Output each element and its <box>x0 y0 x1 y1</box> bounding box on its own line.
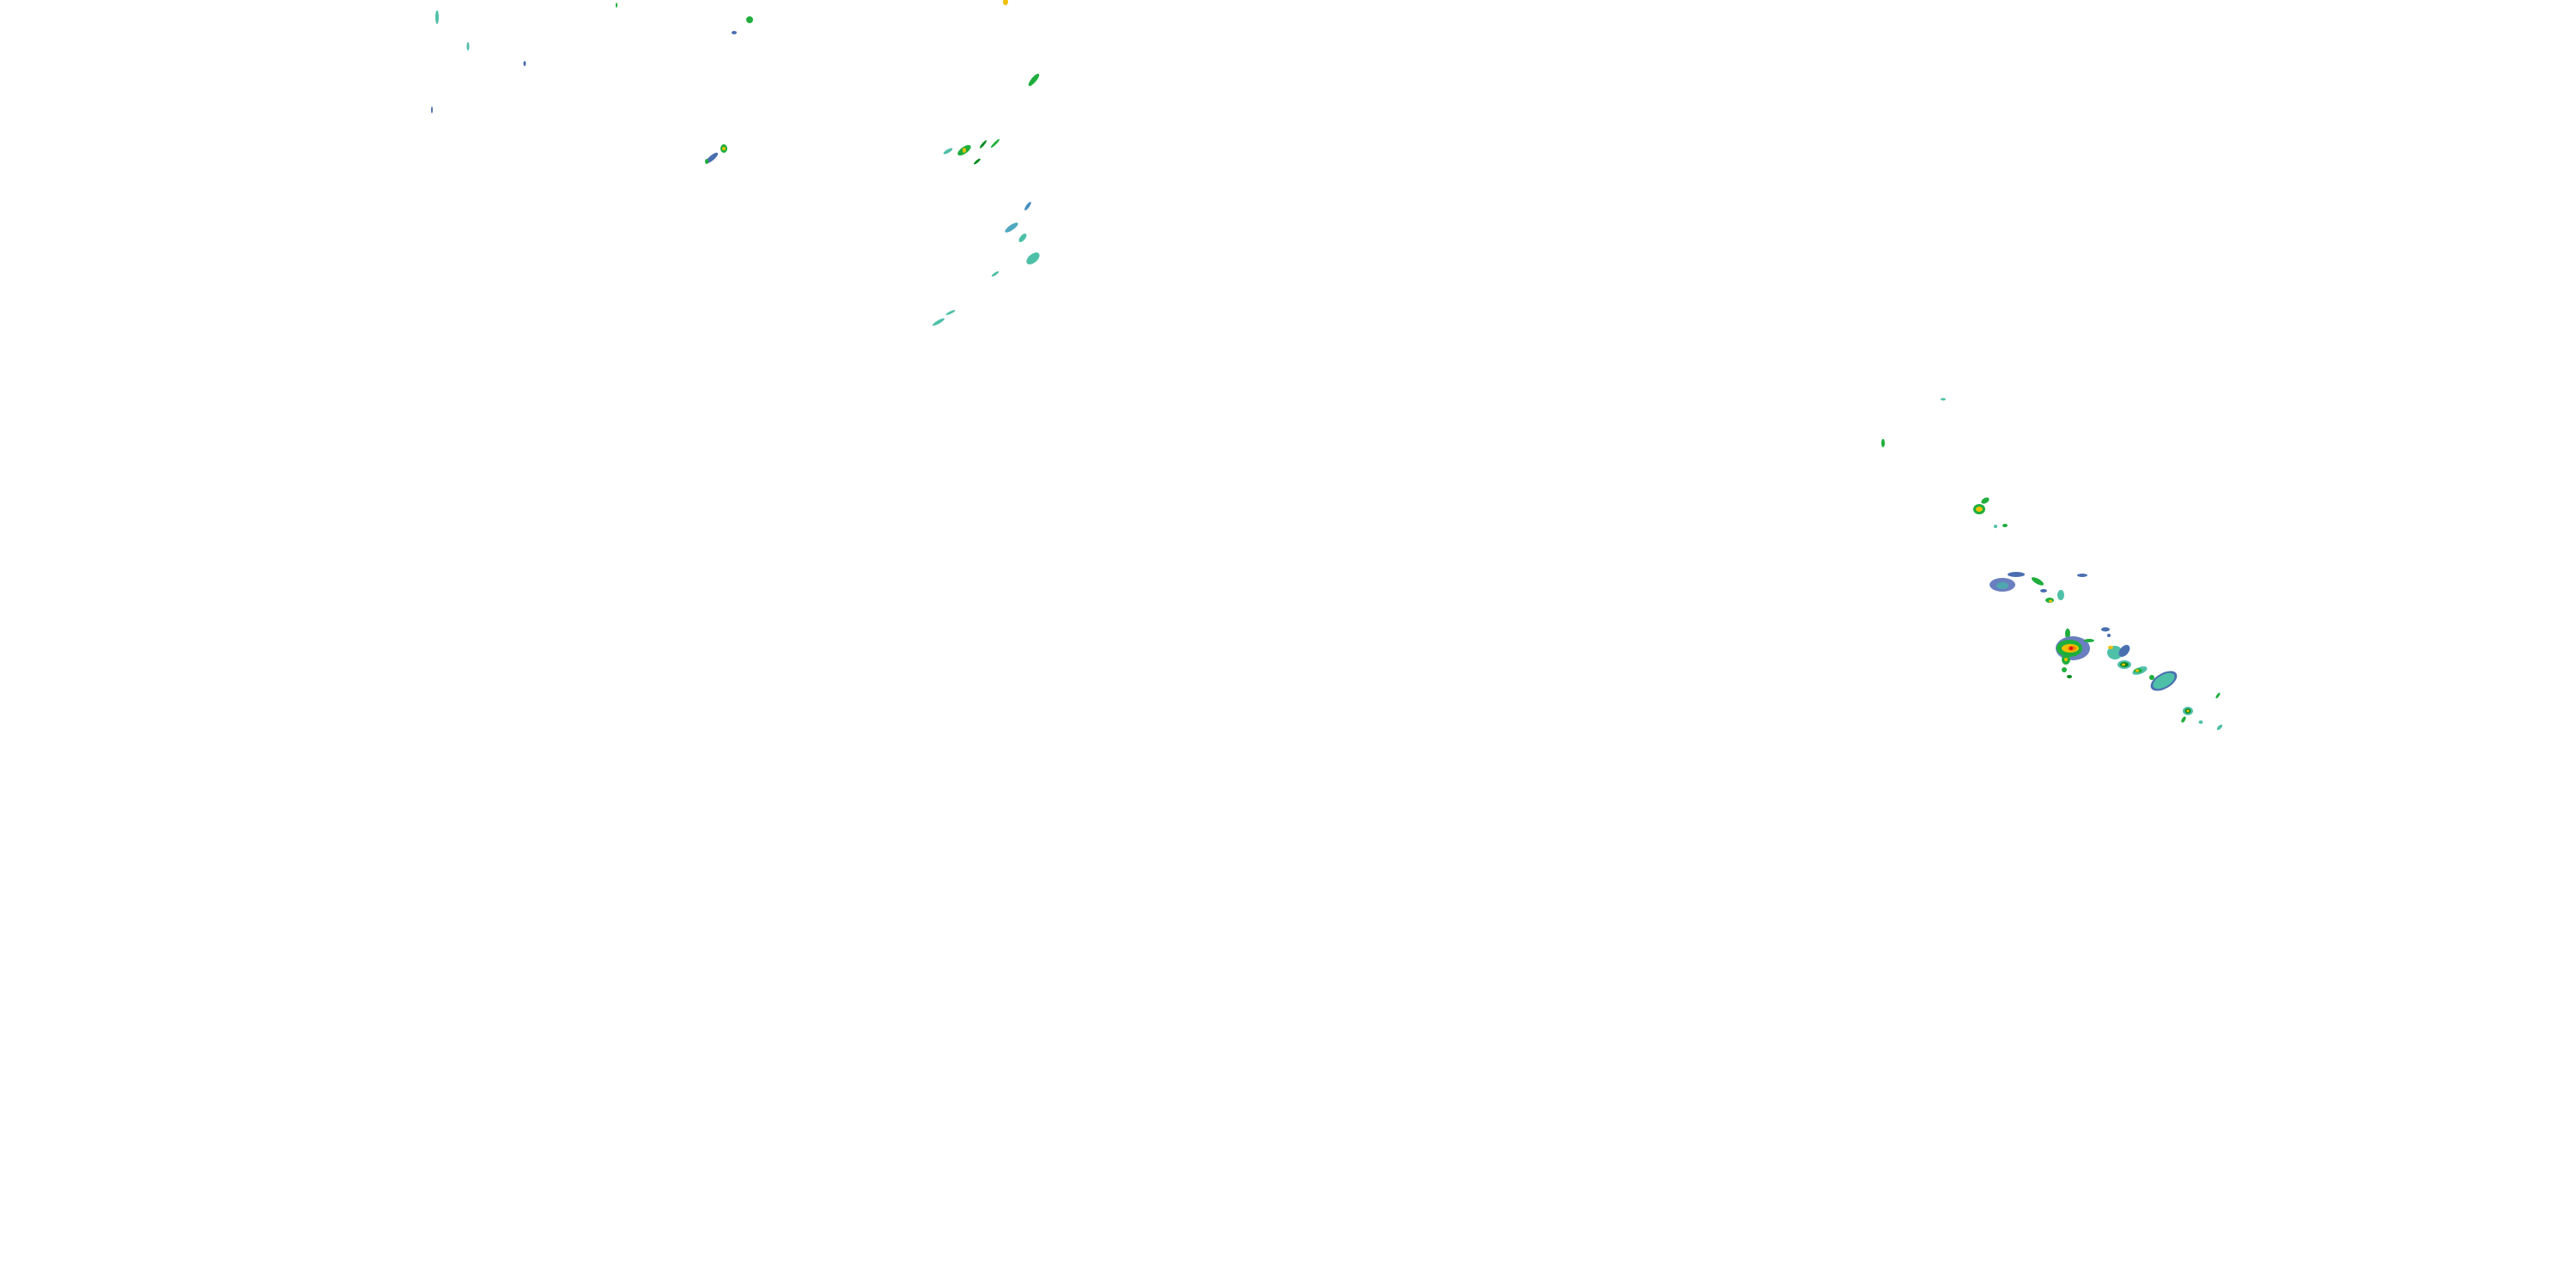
radar-cell <box>991 270 999 277</box>
radar-cell <box>1018 234 1027 242</box>
radar-cell <box>2008 572 2025 577</box>
radar-cell <box>1941 398 1946 401</box>
radar-cell <box>2101 627 2110 632</box>
radar-cell <box>722 147 726 150</box>
radar-cell <box>2084 639 2094 642</box>
radar-cell <box>1881 439 1885 447</box>
radar-cell <box>2065 629 2070 639</box>
radar-cell <box>1024 201 1031 211</box>
radar-cell <box>2186 709 2190 713</box>
radar-cell <box>2198 720 2203 724</box>
radar-cell <box>1028 73 1040 87</box>
storm-cells-southeast <box>1881 398 2223 731</box>
radar-cell <box>2040 589 2047 592</box>
radar-cell <box>979 140 987 149</box>
radar-cell <box>705 152 719 164</box>
radar-cell <box>1994 525 1997 528</box>
radar-cell <box>2107 634 2111 637</box>
radar-cell <box>1981 497 1990 504</box>
radar-cell <box>523 61 526 66</box>
radar-cell <box>431 106 433 113</box>
radar-cell <box>2064 658 2068 661</box>
radar-cell <box>2216 724 2223 731</box>
radar-cell <box>2153 672 2175 690</box>
radar-cell <box>974 158 981 165</box>
radar-cell <box>616 3 617 8</box>
radar-cell <box>1026 252 1040 264</box>
radar-cell <box>2107 646 2123 659</box>
radar-cell <box>1996 582 2008 589</box>
radar-cell <box>2062 667 2067 672</box>
radar-cell <box>2077 574 2087 577</box>
radar-cell <box>1003 0 1008 5</box>
radar-cell <box>746 16 753 23</box>
radar-cell <box>2149 675 2154 680</box>
radar-cell <box>945 310 956 315</box>
radar-cell <box>435 10 439 24</box>
radar-cell <box>2136 669 2139 672</box>
radar-cell <box>2002 524 2008 527</box>
radar-cell <box>943 148 953 155</box>
radar-cell <box>1976 507 1983 512</box>
radar-cell <box>732 31 737 34</box>
radar-cell <box>2108 646 2113 649</box>
radar-cell <box>990 138 1000 149</box>
storm-cells-northwest <box>431 0 1040 326</box>
radar-cell <box>963 148 966 153</box>
radar-cell <box>2181 716 2186 723</box>
radar-cell <box>2057 590 2064 600</box>
radar-cell <box>933 318 945 326</box>
radar-cell <box>2049 599 2052 603</box>
radar-cell <box>2067 675 2072 678</box>
radar-cell <box>705 159 708 164</box>
radar-cell <box>2069 647 2073 650</box>
radar-cell <box>2122 663 2125 666</box>
radar-cell <box>2118 645 2130 657</box>
radar-cell <box>1005 222 1018 233</box>
radar-cell <box>466 42 470 51</box>
radar-cell <box>2031 577 2044 586</box>
radar-cell <box>2215 692 2221 699</box>
